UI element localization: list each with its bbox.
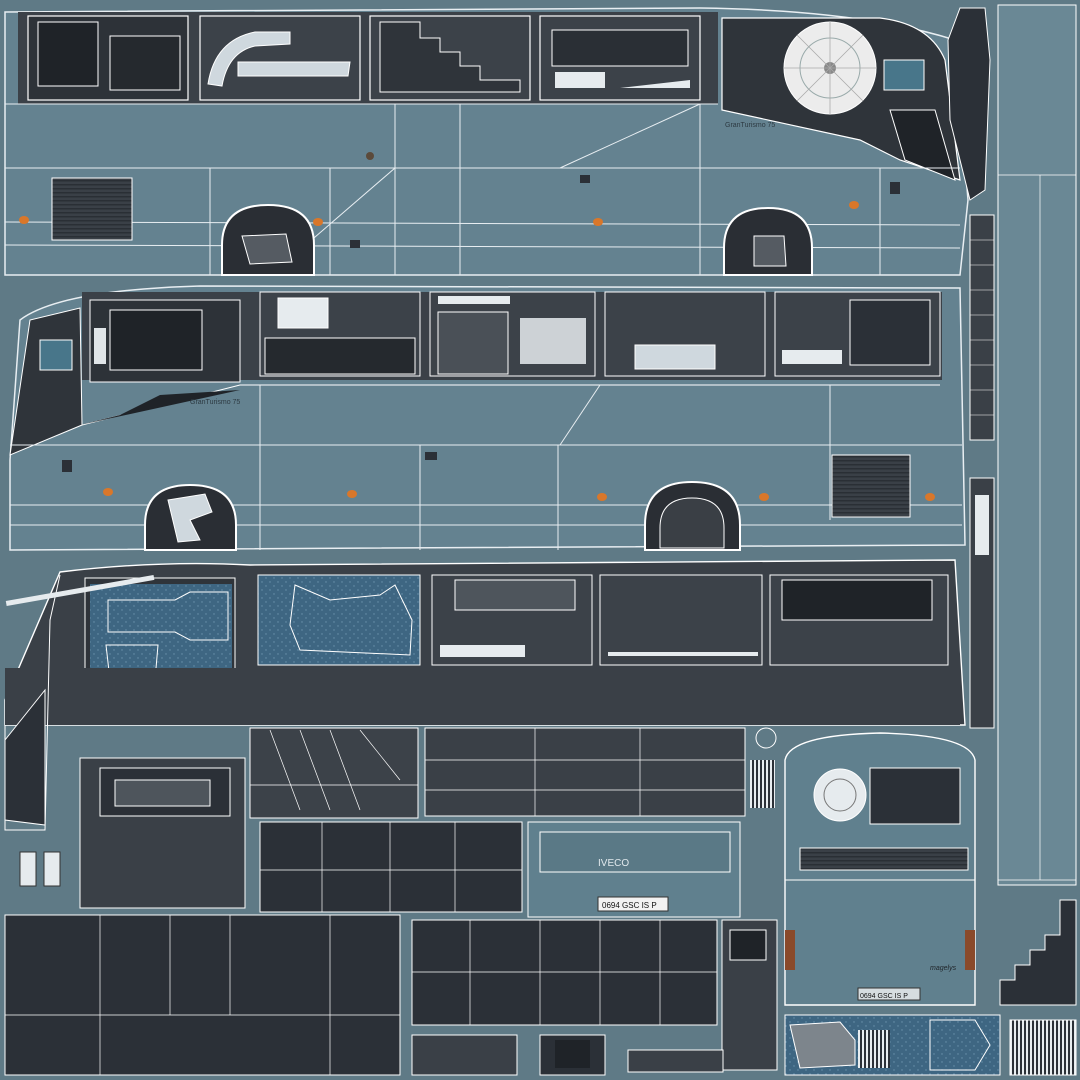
rear-plate-box [857,987,921,1001]
seat-fabric-1 [90,584,232,684]
side-top-badge: GranTurismo 75 [725,122,775,129]
floor-panel-1 [259,821,523,913]
side-middle-badge: GranTurismo 75 [190,399,240,406]
roof-strip [997,4,1077,886]
switch-1 [19,851,37,887]
seat-fabric-2 [257,574,421,666]
bus-side-middle: GranTurismo 75 [9,285,966,551]
bottom-parts: IVECO 0694 GSC IS P 0694 GSC IS P magely… [4,727,1077,1076]
floor-panel-3 [411,919,718,1026]
rear-spare-wheel [813,768,867,822]
right-strips [947,4,1077,886]
rear-script: magelys [930,965,957,972]
front-plate: 0694 GSC IS P [602,901,657,910]
side-middle-grille [831,454,911,518]
switch-2 [43,851,61,887]
front-brand: IVECO [598,858,629,869]
floor-panel-2 [4,914,401,1076]
rear-plate: 0694 GSC IS P [860,993,908,1000]
bus-side-top: GranTurismo 75 [4,7,969,276]
steering-wheel-small [755,727,777,749]
side-top-grille [51,177,133,241]
front-plate-box [597,896,669,912]
interior-side-panel [4,559,966,831]
